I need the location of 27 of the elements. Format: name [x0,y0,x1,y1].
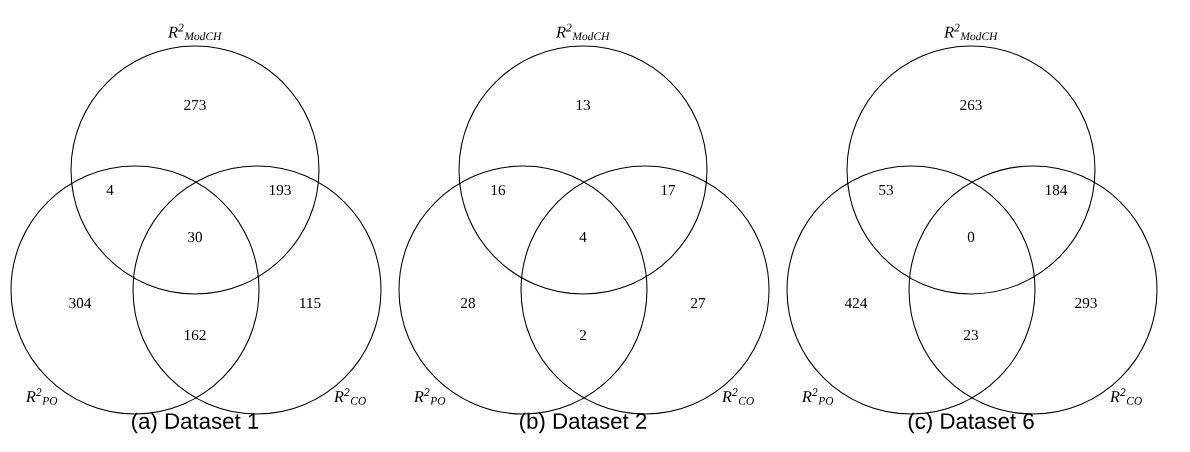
region-count: 162 [184,329,206,341]
region-count: 30 [188,231,203,243]
region-count: 27 [691,297,706,309]
region-count: 424 [844,297,868,309]
region-count: 4 [106,185,114,195]
region-count: 193 [269,184,291,196]
region-count: 28 [461,297,476,309]
region-count: 13 [576,99,591,111]
subfigure-caption: (b) Dataset 2 [520,412,647,434]
region-count: 0 [967,231,975,243]
region-count: 53 [879,184,894,196]
region-count: 17 [661,184,676,196]
region-count: 23 [964,329,979,341]
region-count: 4 [579,232,587,242]
region-count: 115 [300,297,321,309]
region-count: 263 [960,99,982,111]
region-count: 293 [1075,297,1097,309]
node-label: R$^{2}$ModCH [555,23,610,41]
subfigure-caption: (a) Dataset 1 [132,412,259,434]
region-count: 16 [491,184,506,196]
region-count: 304 [69,297,92,309]
region-count: 2 [579,329,586,341]
node-label: R$^{2}$ModCH [167,23,222,41]
subfigure-caption: (c) Dataset 6 [908,412,1034,434]
node-label: R$^{2}$ModCH [943,23,998,41]
region-count: 184 [1045,184,1068,196]
region-count: 273 [184,99,206,111]
